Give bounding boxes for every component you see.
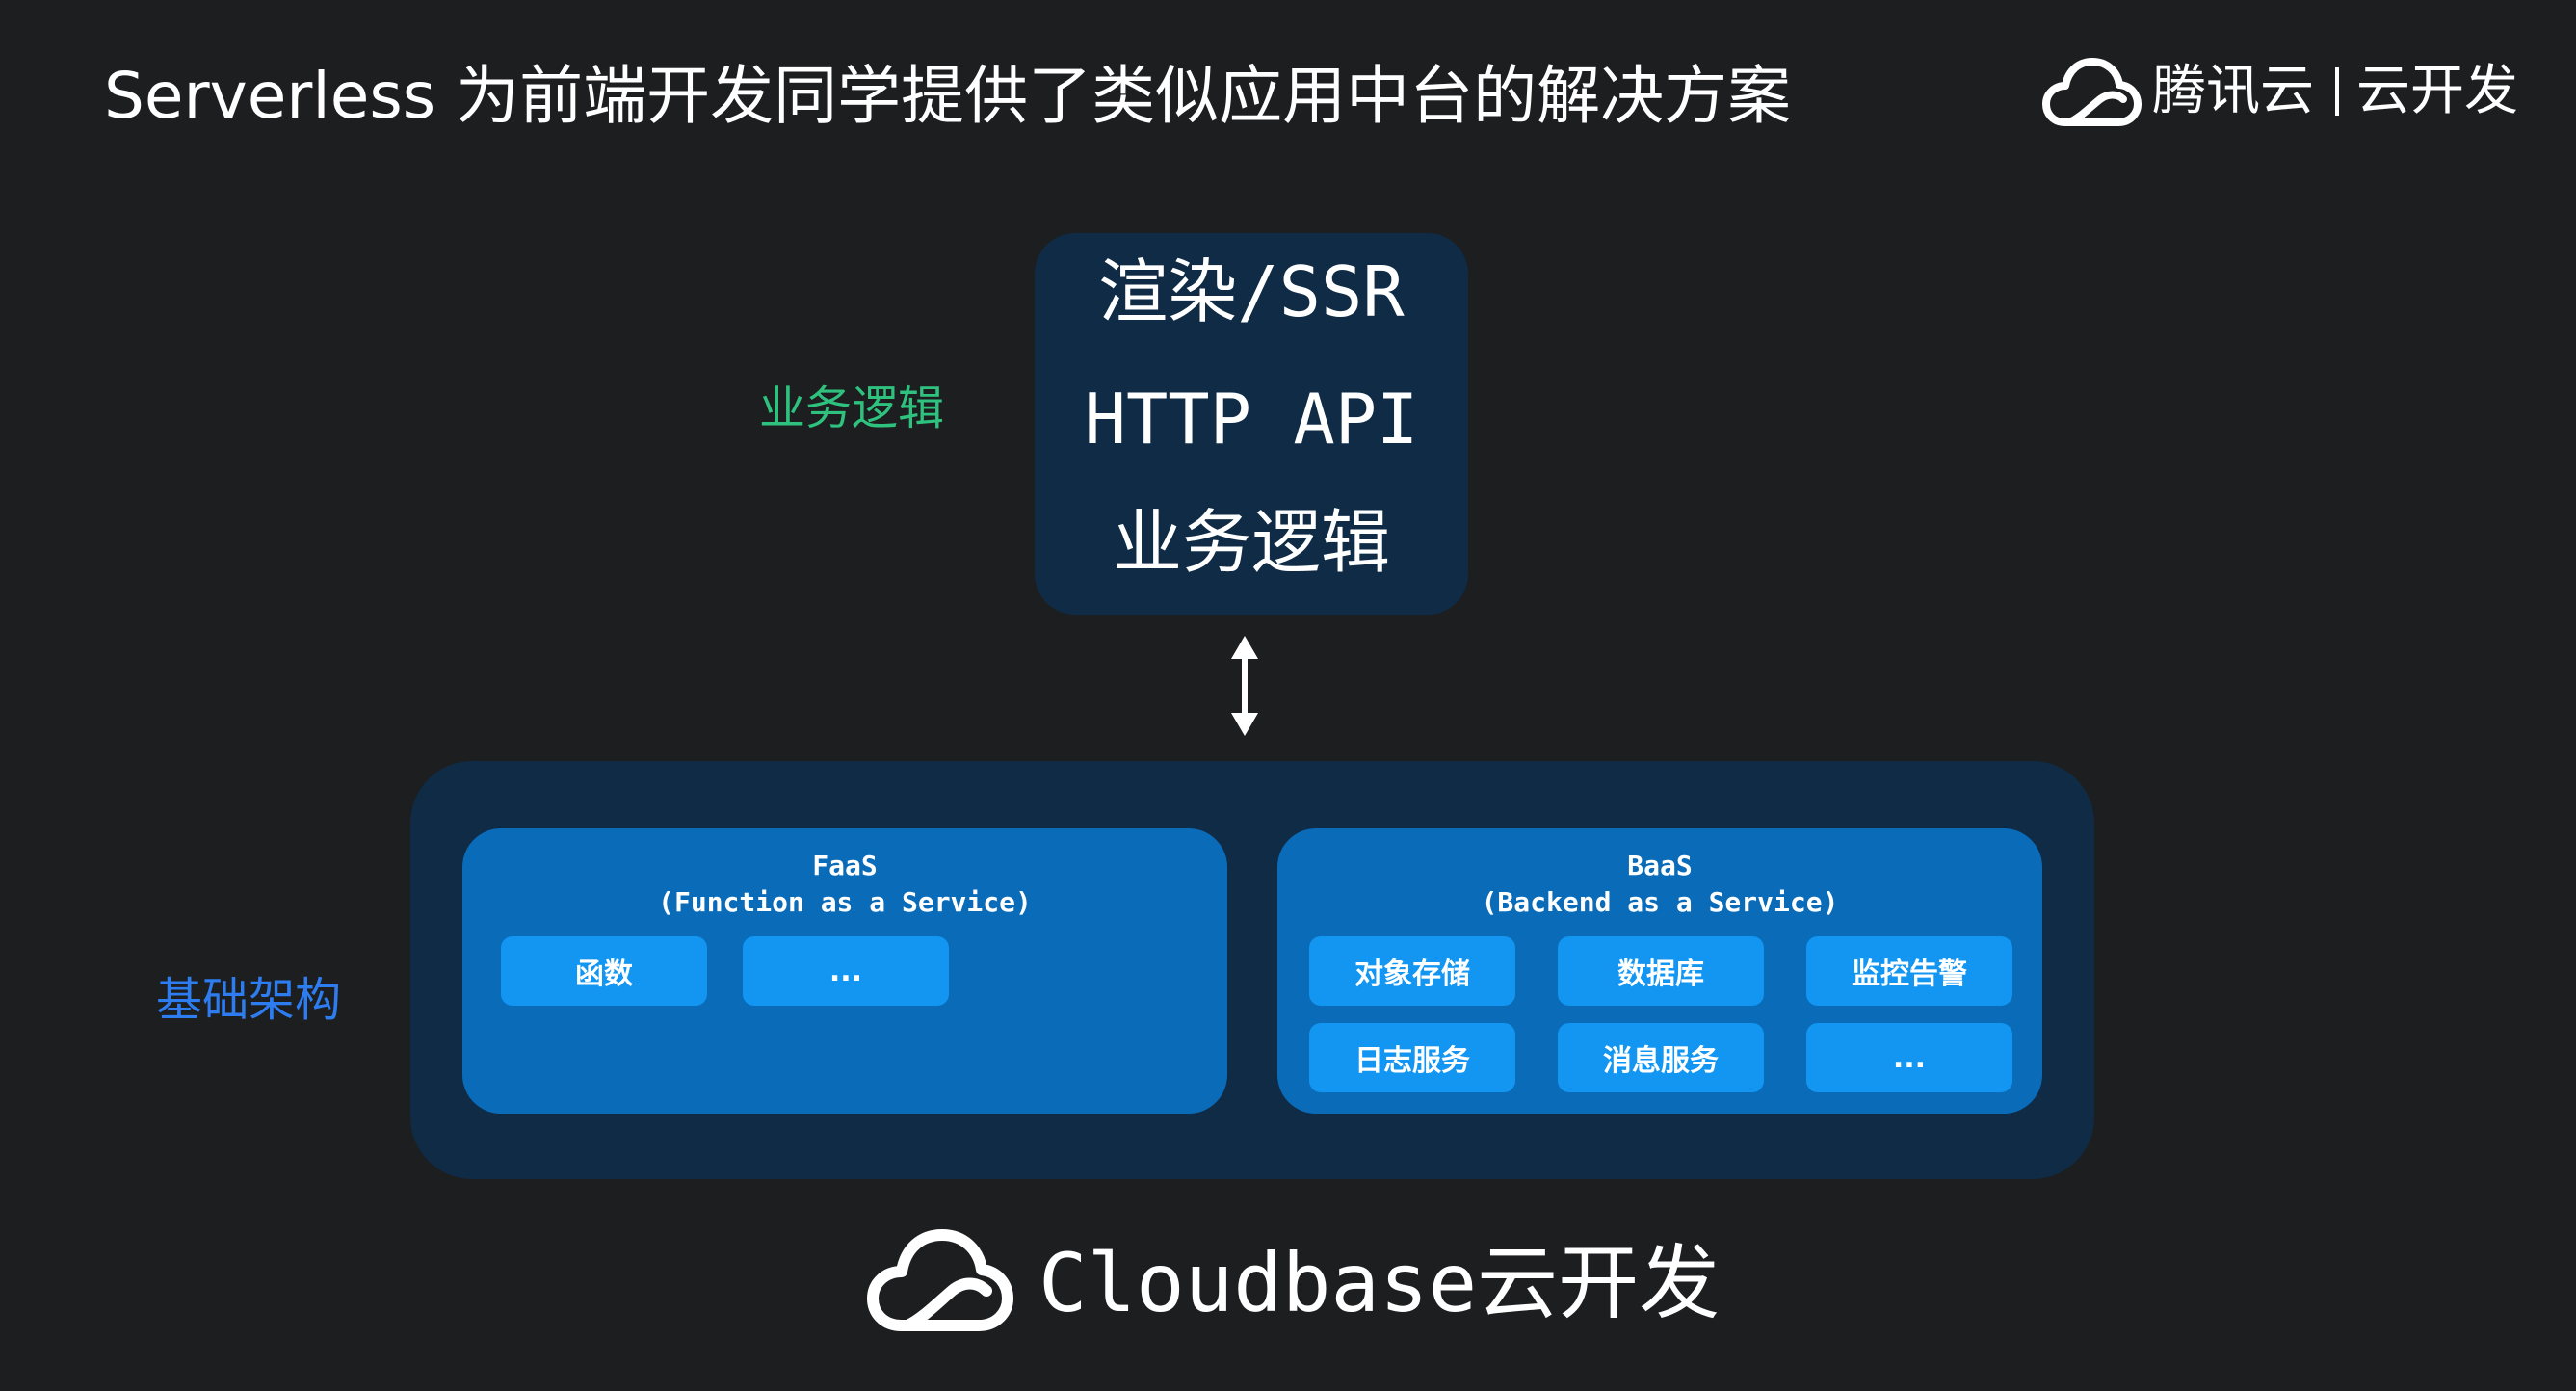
baas-chip-object-storage: 对象存储 <box>1309 936 1515 1006</box>
slide-title: Serverless 为前端开发同学提供了类似应用中台的解决方案 <box>104 59 1792 133</box>
baas-chip-more: ... <box>1806 1023 2012 1092</box>
baas-title-name: BaaS <box>1627 850 1693 881</box>
brand: 腾讯云 云开发 <box>2040 48 2518 135</box>
business-logic-box <box>1035 233 1468 615</box>
baas-chip-database: 数据库 <box>1558 936 1764 1006</box>
footer-product-name: Cloudbase云开发 <box>1038 1236 1721 1330</box>
faas-title-name: FaaS <box>812 850 878 881</box>
brand-divider <box>2335 67 2339 116</box>
infrastructure-label: 基础架构 <box>156 973 342 1027</box>
faas-title-subtitle: (Function as a Service) <box>658 886 1032 918</box>
baas-title: BaaS (Backend as a Service) <box>1277 848 2042 921</box>
brand-product: 云开发 <box>2356 60 2518 122</box>
faas-title: FaaS (Function as a Service) <box>462 848 1227 921</box>
faas-chip-function: 函数 <box>501 936 707 1006</box>
cloud-logo-icon <box>867 1229 1013 1331</box>
business-logic-label: 业务逻辑 <box>759 381 945 435</box>
baas-chip-monitoring-alert: 监控告警 <box>1806 936 2012 1006</box>
cloud-logo-icon <box>2042 58 2142 126</box>
business-line-logic: 业务逻辑 <box>1112 502 1390 583</box>
baas-chip-log-service: 日志服务 <box>1309 1023 1515 1092</box>
baas-chip-message-service: 消息服务 <box>1558 1023 1764 1092</box>
business-line-render: 渲染/SSR <box>1098 251 1405 332</box>
business-line-http-api: HTTP API <box>1084 379 1419 459</box>
faas-chip-more: ... <box>743 936 949 1006</box>
double-arrow-vertical-icon <box>1231 636 1258 736</box>
brand-name: 腾讯云 <box>2152 60 2314 122</box>
baas-title-subtitle: (Backend as a Service) <box>1481 886 1839 918</box>
